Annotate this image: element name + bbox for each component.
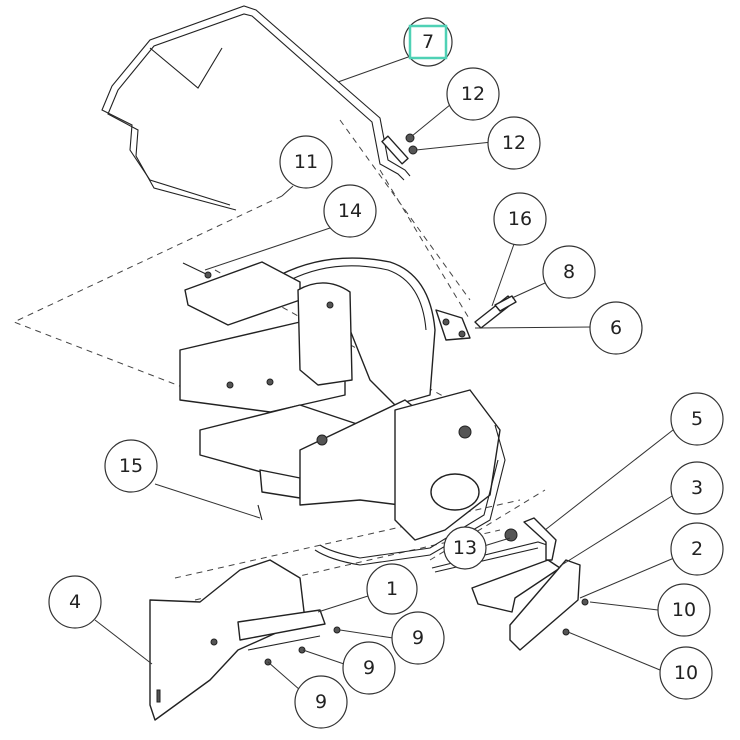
- right-bracket-parts: [431, 517, 589, 651]
- callout-15[interactable]: 15: [104, 439, 158, 493]
- callout-label: 10: [672, 599, 696, 621]
- callout-label: 7: [422, 31, 434, 53]
- callout-label: 5: [691, 408, 703, 430]
- callout-16[interactable]: 16: [493, 192, 547, 246]
- callout-circle: [446, 67, 500, 121]
- callout-label: 10: [674, 662, 698, 684]
- callout-2[interactable]: 2: [670, 522, 724, 576]
- callout-circle: [323, 184, 377, 238]
- callout-10-lower[interactable]: 10: [659, 646, 713, 700]
- callout-11[interactable]: 11: [279, 135, 333, 189]
- callout-circle: [487, 116, 541, 170]
- callout-label: 14: [338, 200, 362, 222]
- callout-circle: [279, 135, 333, 189]
- callout-circle: [659, 646, 713, 700]
- callout-circle: [589, 301, 643, 355]
- handle-assembly: [101, 5, 411, 211]
- callout-highlight-box: [408, 24, 448, 60]
- callout-circle: [403, 17, 453, 67]
- callout-circle: [342, 641, 396, 695]
- callout-circle: [670, 522, 724, 576]
- leader-lines: [94, 55, 675, 691]
- callout-13[interactable]: 13: [443, 526, 487, 570]
- callout-circle: [542, 245, 596, 299]
- callout-circle: [391, 611, 445, 665]
- callout-label: 3: [691, 477, 703, 499]
- callout-label: 11: [294, 151, 318, 173]
- callout-label: 9: [412, 627, 424, 649]
- callout-circle: [493, 192, 547, 246]
- callout-circle: [670, 461, 724, 515]
- callout-label: 16: [508, 208, 532, 230]
- callout-circle: [670, 392, 724, 446]
- callout-9-bottom[interactable]: 9: [294, 675, 348, 729]
- callout-9-right[interactable]: 9: [391, 611, 445, 665]
- callout-label: 1: [386, 578, 398, 600]
- callout-circle: [48, 575, 102, 629]
- callout-label: 12: [461, 83, 485, 105]
- callout-label: 13: [453, 537, 477, 559]
- callout-6[interactable]: 6: [589, 301, 643, 355]
- callout-4[interactable]: 4: [48, 575, 102, 629]
- callout-12-lower[interactable]: 12: [487, 116, 541, 170]
- hardware-parts: [182, 133, 518, 542]
- callout-10-upper[interactable]: 10: [657, 583, 711, 637]
- callout-circle: [366, 563, 418, 615]
- callout-circle: [657, 583, 711, 637]
- callout-label: 4: [69, 591, 81, 613]
- callout-8[interactable]: 8: [542, 245, 596, 299]
- callout-3[interactable]: 3: [670, 461, 724, 515]
- callout-circle: [443, 526, 487, 570]
- callout-label: 9: [315, 691, 327, 713]
- callout-label: 6: [610, 317, 622, 339]
- callout-label: 15: [119, 455, 143, 477]
- callout-label: 2: [691, 538, 703, 560]
- callout-7[interactable]: 7: [403, 17, 453, 67]
- callout-circle: [294, 675, 348, 729]
- callout-label: 8: [563, 261, 575, 283]
- callout-5[interactable]: 5: [670, 392, 724, 446]
- callout-1[interactable]: 1: [366, 563, 418, 615]
- callout-circle: [104, 439, 158, 493]
- callout-9-middle[interactable]: 9: [342, 641, 396, 695]
- callout-12-upper[interactable]: 12: [446, 67, 500, 121]
- callout-14[interactable]: 14: [323, 184, 377, 238]
- callout-label: 9: [363, 657, 375, 679]
- chipper-body: [179, 257, 506, 566]
- callout-label: 12: [502, 132, 526, 154]
